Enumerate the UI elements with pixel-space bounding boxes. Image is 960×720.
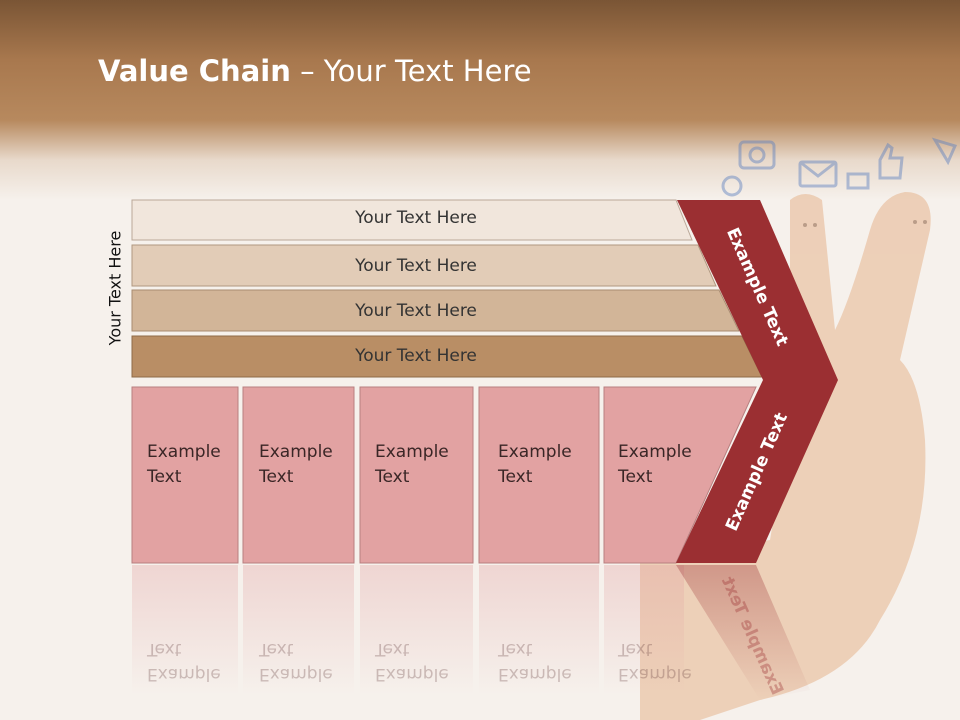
cell-1-label: Example Text [147,442,221,487]
at-icon [721,175,743,197]
row-3-label: Your Text Here [355,301,477,321]
header-band [0,0,960,200]
row-1-label: Your Text Here [355,208,477,228]
thumbs-up-icon [878,142,904,180]
row-1-bar [131,199,693,241]
mail-small-icon [846,172,870,190]
camera-icon [738,140,776,170]
cell-3-reflection: Example Text [375,639,449,684]
cell-2-label: Example Text [259,442,333,487]
row-2-bar [131,244,717,287]
cell-1-box [131,386,239,564]
cell-2-reflection: Example Text [259,639,333,684]
cell-4-label: Example Text [498,442,572,487]
cell-1-reflection: Example Text [147,639,221,684]
row-3-bar [131,289,740,332]
cell-2-box [242,386,355,564]
video-icon [931,137,958,166]
slide-title: Value Chain – Your Text Here [98,54,532,88]
cell-5-label: Example Text [618,442,692,487]
row-4-label: Your Text Here [355,346,477,366]
mail-icon [798,160,838,188]
cell-3-label: Example Text [375,442,449,487]
row-2-label: Your Text Here [355,256,477,276]
chevron-shape [676,200,838,563]
cell-4-box [478,386,600,564]
social-icons [721,137,958,197]
cell-4-reflection: Example Text [498,639,572,684]
title-rest: – Your Text Here [290,54,532,88]
cell-5-reflection: Example Text [618,639,692,684]
cell-3-box [359,386,474,564]
title-bold: Value Chain [98,54,291,88]
